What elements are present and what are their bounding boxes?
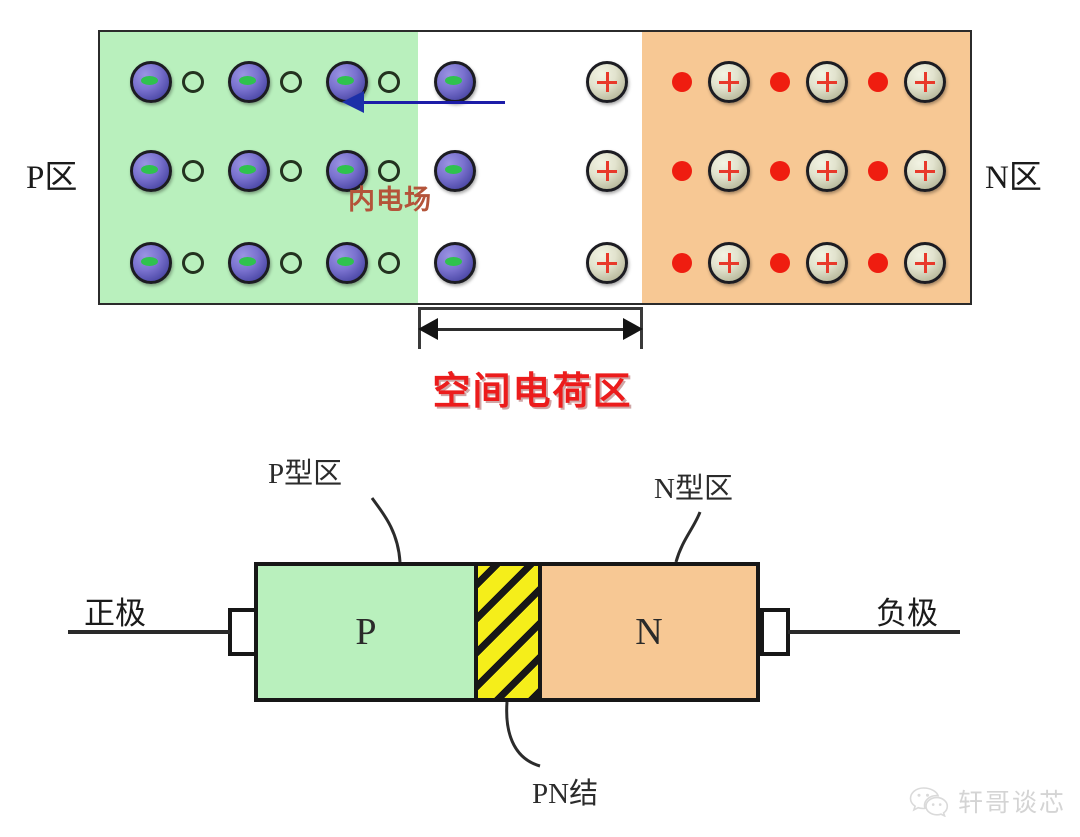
pn-junction-block: [474, 566, 542, 698]
dimension-arrow-left-head: [418, 318, 438, 340]
n-type-callout-label: N型区: [654, 473, 733, 505]
depletion-acceptor-ion-0: [434, 61, 476, 103]
wechat-icon: [909, 786, 949, 817]
donor-ion-1-2: [904, 150, 946, 192]
space-charge-dimension-bracket: [418, 307, 643, 349]
acceptor-ion-1-0: [130, 150, 172, 192]
donor-ion-1-1: [806, 150, 848, 192]
hole-0-0: [182, 71, 204, 93]
p-region-label: P区: [26, 160, 78, 196]
donor-ion-1-0: [708, 150, 750, 192]
n-block-letter: N: [635, 611, 663, 653]
free-electron-0-2: [868, 72, 888, 92]
hole-1-2: [378, 160, 400, 182]
donor-ion-0-0: [708, 61, 750, 103]
internal-field-label: 内电场: [348, 185, 432, 216]
watermark-text: 轩哥谈芯: [957, 788, 1066, 817]
left-lead-wire: [68, 630, 230, 634]
hole-1-1: [280, 160, 302, 182]
free-electron-1-0: [672, 161, 692, 181]
acceptor-ion-1-1: [228, 150, 270, 192]
hole-0-1: [280, 71, 302, 93]
depletion-donor-ion-2: [586, 242, 628, 284]
depletion-acceptor-ion-1: [434, 150, 476, 192]
pn-junction-carrier-diagram: 内电场: [98, 30, 972, 305]
acceptor-ion-2-1: [228, 242, 270, 284]
pn-junction-callout-label: PN结: [532, 778, 599, 810]
donor-ion-2-0: [708, 242, 750, 284]
donor-ion-2-1: [806, 242, 848, 284]
space-charge-region-label: 空间电荷区: [432, 369, 633, 413]
dimension-top-line: [418, 307, 643, 310]
free-electron-2-2: [868, 253, 888, 273]
acceptor-ion-1-2: [326, 150, 368, 192]
p-block-letter: P: [355, 611, 377, 653]
depletion-acceptor-ion-2: [434, 242, 476, 284]
left-terminal-tab: [228, 608, 258, 656]
acceptor-ion-2-2: [326, 242, 368, 284]
depletion-donor-ion-1: [586, 150, 628, 192]
right-terminal-tab: [760, 608, 790, 656]
positive-terminal-label: 正极: [84, 596, 146, 631]
negative-terminal-label: 负极: [876, 596, 938, 631]
p-callout-leader: [370, 497, 402, 563]
free-electron-0-0: [672, 72, 692, 92]
free-electron-0-1: [770, 72, 790, 92]
hole-2-1: [280, 252, 302, 274]
dimension-arrow-line: [432, 328, 629, 331]
acceptor-ion-0-1: [228, 61, 270, 103]
dimension-arrow-right-head: [623, 318, 643, 340]
n-callout-leader: [674, 511, 702, 563]
internal-field-arrow-line: [360, 101, 505, 104]
watermark: 轩哥谈芯: [909, 783, 1066, 819]
hole-2-2: [378, 252, 400, 274]
donor-ion-0-2: [904, 61, 946, 103]
hole-1-0: [182, 160, 204, 182]
right-lead-wire: [788, 630, 960, 634]
free-electron-1-1: [770, 161, 790, 181]
pn-callout-leader: [505, 701, 541, 768]
donor-ion-2-2: [904, 242, 946, 284]
acceptor-ion-0-0: [130, 61, 172, 103]
hole-0-2: [378, 71, 400, 93]
p-type-block: P: [258, 566, 474, 698]
free-electron-1-2: [868, 161, 888, 181]
free-electron-2-0: [672, 253, 692, 273]
n-type-block: N: [542, 566, 756, 698]
donor-ion-0-1: [806, 61, 848, 103]
diode-symbol-body: P N: [254, 562, 760, 702]
p-type-callout-label: P型区: [268, 458, 343, 490]
free-electron-2-1: [770, 253, 790, 273]
n-region-label: N区: [985, 160, 1042, 196]
depletion-donor-ion-0: [586, 61, 628, 103]
acceptor-ion-2-0: [130, 242, 172, 284]
hole-2-0: [182, 252, 204, 274]
internal-field-arrow-head: [342, 91, 364, 113]
